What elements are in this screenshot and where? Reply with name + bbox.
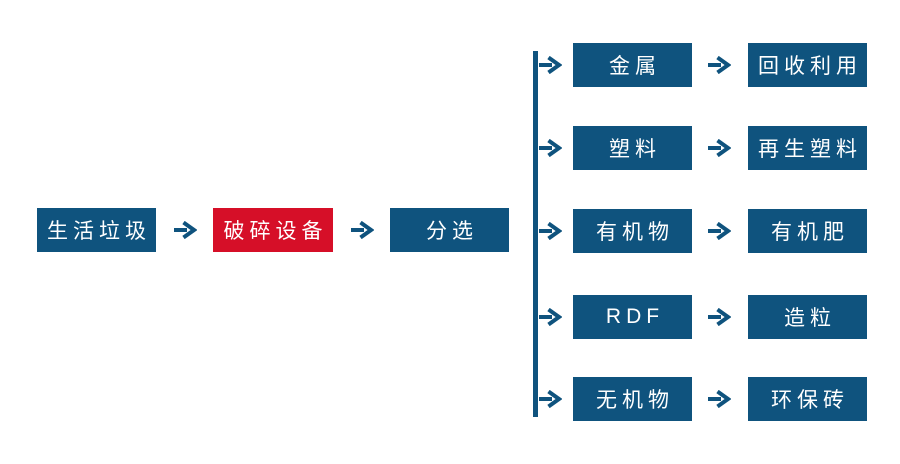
right-arrow-icon [539,390,562,408]
node-branch-source: 金属 [573,43,692,87]
node-branch-source: 塑料 [573,126,692,170]
right-arrow-icon [351,221,374,239]
right-arrow-icon [539,222,562,240]
branch-row-organic: 有机物 有机肥 [538,209,868,253]
node-branch-result: 回收利用 [748,43,867,87]
node-crushing-equipment: 破碎设备 [213,208,333,252]
node-branch-result: 造粒 [748,295,867,339]
right-arrow-icon [708,222,731,240]
node-branch-result: 再生塑料 [748,126,867,170]
right-arrow-icon [539,139,562,157]
right-arrow-icon [708,390,731,408]
node-branch-result: 有机肥 [748,209,867,253]
right-arrow-icon [539,308,562,326]
right-arrow-icon [708,308,731,326]
branch-row-metal: 金属 回收利用 [538,43,868,87]
node-branch-source: 有机物 [573,209,692,253]
right-arrow-icon [708,139,731,157]
right-arrow-icon [708,56,731,74]
node-branch-source: RDF [573,295,692,339]
node-sorting: 分选 [390,208,509,252]
node-branch-result: 环保砖 [748,377,867,421]
branch-row-plastic: 塑料 再生塑料 [538,126,868,170]
branch-row-rdf: RDF 造粒 [538,295,868,339]
right-arrow-icon [539,56,562,74]
node-branch-source: 无机物 [573,377,692,421]
branch-spine-line [533,51,538,417]
branch-row-inorganic: 无机物 环保砖 [538,377,868,421]
right-arrow-icon [174,221,197,239]
node-household-waste: 生活垃圾 [37,208,156,252]
